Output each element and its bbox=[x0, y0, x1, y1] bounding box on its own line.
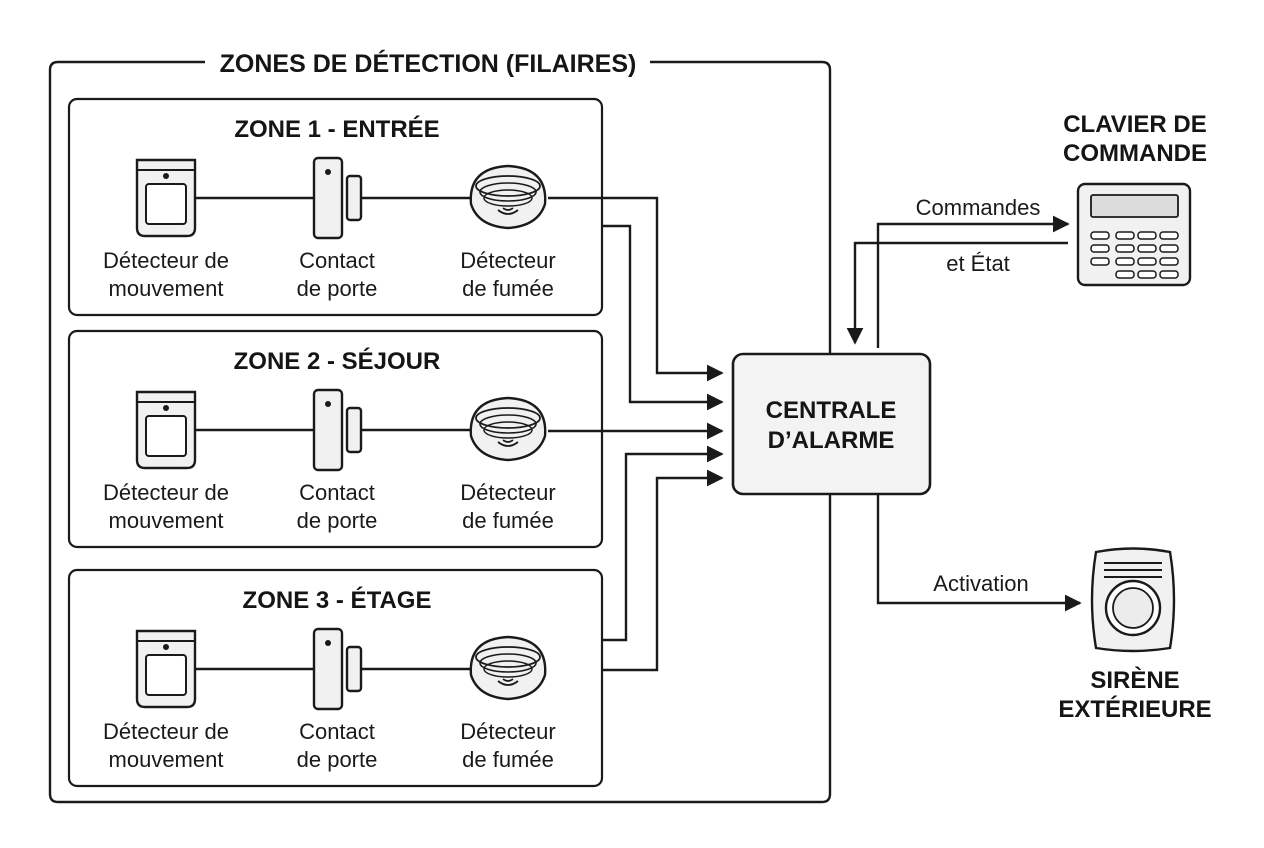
device: Détecteur de fumée bbox=[460, 396, 556, 533]
zone3-wire-a bbox=[603, 445, 724, 642]
device-label-line: de fumée bbox=[462, 747, 554, 772]
smoke-detector-icon bbox=[469, 635, 547, 701]
device-label-line: de fumée bbox=[462, 276, 554, 301]
door-contact-icon bbox=[312, 388, 363, 472]
device-label-line: de porte bbox=[297, 747, 378, 772]
siren: SIRÈNE EXTÉRIEURE bbox=[1058, 547, 1212, 723]
keypad-label-line2: COMMANDE bbox=[1063, 140, 1207, 167]
keypad-key bbox=[1115, 270, 1135, 279]
zone-1: ZONE 1 - ENTRÉE Détecteur de mouvement Cont… bbox=[67, 97, 604, 317]
motion-detector-icon bbox=[135, 390, 197, 470]
siren-label-line2: EXTÉRIEURE bbox=[1058, 695, 1211, 723]
keypad-key bbox=[1115, 244, 1135, 253]
zone3-wire-b bbox=[603, 469, 724, 672]
device-label-line: mouvement bbox=[109, 747, 224, 772]
activation-arrow bbox=[876, 494, 1082, 612]
siren-label-line1: SIRÈNE bbox=[1090, 666, 1179, 694]
keypad-key bbox=[1137, 244, 1157, 253]
status-label: et État bbox=[946, 251, 1010, 276]
device: Détecteur de mouvement bbox=[103, 390, 229, 533]
device-label-line: de fumée bbox=[462, 508, 554, 533]
device: Détecteur de fumée bbox=[460, 164, 556, 301]
device: Contact de porte bbox=[297, 388, 378, 533]
motion-detector-icon bbox=[135, 629, 197, 709]
status-arrow bbox=[846, 241, 1068, 345]
zone-title: ZONE 2 - SÉJOUR bbox=[234, 347, 441, 375]
alarm-panel: CENTRALE D’ALARME bbox=[731, 352, 932, 496]
commands-arrow bbox=[876, 215, 1070, 348]
device-label-line: Contact bbox=[299, 248, 375, 273]
device-label-line: Détecteur bbox=[460, 719, 555, 744]
zone1-wire-b bbox=[603, 224, 724, 411]
device-label-line: de porte bbox=[297, 276, 378, 301]
siren-wiring: Activation bbox=[876, 494, 1082, 612]
device-label-line: Contact bbox=[299, 480, 375, 505]
keypad-key bbox=[1159, 257, 1179, 266]
zone-wiring bbox=[548, 196, 724, 672]
keypad-key bbox=[1115, 231, 1135, 240]
keypad-key bbox=[1137, 257, 1157, 266]
keypad-wiring: Commandes et État bbox=[846, 195, 1070, 348]
keypad-key bbox=[1137, 231, 1157, 240]
keypad-key bbox=[1159, 244, 1179, 253]
device-label-line: mouvement bbox=[109, 276, 224, 301]
detection-zones-group: ZONES DE DÉTECTION (FILAIRES) bbox=[48, 49, 832, 804]
keypad-key bbox=[1159, 231, 1179, 240]
commands-label: Commandes bbox=[916, 195, 1041, 220]
device-label-line: Détecteur de bbox=[103, 719, 229, 744]
device: Contact de porte bbox=[297, 156, 378, 301]
device-label-line: Détecteur bbox=[460, 248, 555, 273]
device: Contact de porte bbox=[297, 627, 378, 772]
alarm-panel-label-line2: D’ALARME bbox=[768, 427, 895, 454]
door-contact-icon bbox=[312, 156, 363, 240]
zone1-wire-a bbox=[548, 196, 724, 382]
keypad-key bbox=[1137, 270, 1157, 279]
zone-title: ZONE 3 - ÉTAGE bbox=[243, 586, 432, 614]
device-label-line: mouvement bbox=[109, 508, 224, 533]
siren-icon bbox=[1090, 547, 1176, 653]
device-label-line: Contact bbox=[299, 719, 375, 744]
device-label-line: de porte bbox=[297, 508, 378, 533]
keypad-key bbox=[1115, 257, 1135, 266]
device: Détecteur de fumée bbox=[460, 635, 556, 772]
zone-2: ZONE 2 - SÉJOUR Détecteur de mouvement Cont… bbox=[67, 329, 604, 549]
device: Détecteur de mouvement bbox=[103, 158, 229, 301]
activation-label: Activation bbox=[933, 571, 1028, 596]
device-label-line: Détecteur de bbox=[103, 480, 229, 505]
keypad-icon bbox=[1076, 182, 1192, 287]
smoke-detector-icon bbox=[469, 396, 547, 462]
keypad: CLAVIER DE COMMANDE bbox=[1063, 111, 1207, 287]
zone-title: ZONE 1 - ENTRÉE bbox=[234, 115, 439, 143]
device: Détecteur de mouvement bbox=[103, 629, 229, 772]
keypad-label-line1: CLAVIER DE bbox=[1063, 111, 1207, 138]
keypad-key bbox=[1159, 270, 1179, 279]
zone-3: ZONE 3 - ÉTAGE Détecteur de mouvement Conta… bbox=[67, 568, 604, 788]
smoke-detector-icon bbox=[469, 164, 547, 230]
motion-detector-icon bbox=[135, 158, 197, 238]
device-label-line: Détecteur bbox=[460, 480, 555, 505]
group-title: ZONES DE DÉTECTION (FILAIRES) bbox=[220, 49, 637, 78]
alarm-panel-label-line1: CENTRALE bbox=[766, 397, 897, 424]
door-contact-icon bbox=[312, 627, 363, 711]
device-label-line: Détecteur de bbox=[103, 248, 229, 273]
